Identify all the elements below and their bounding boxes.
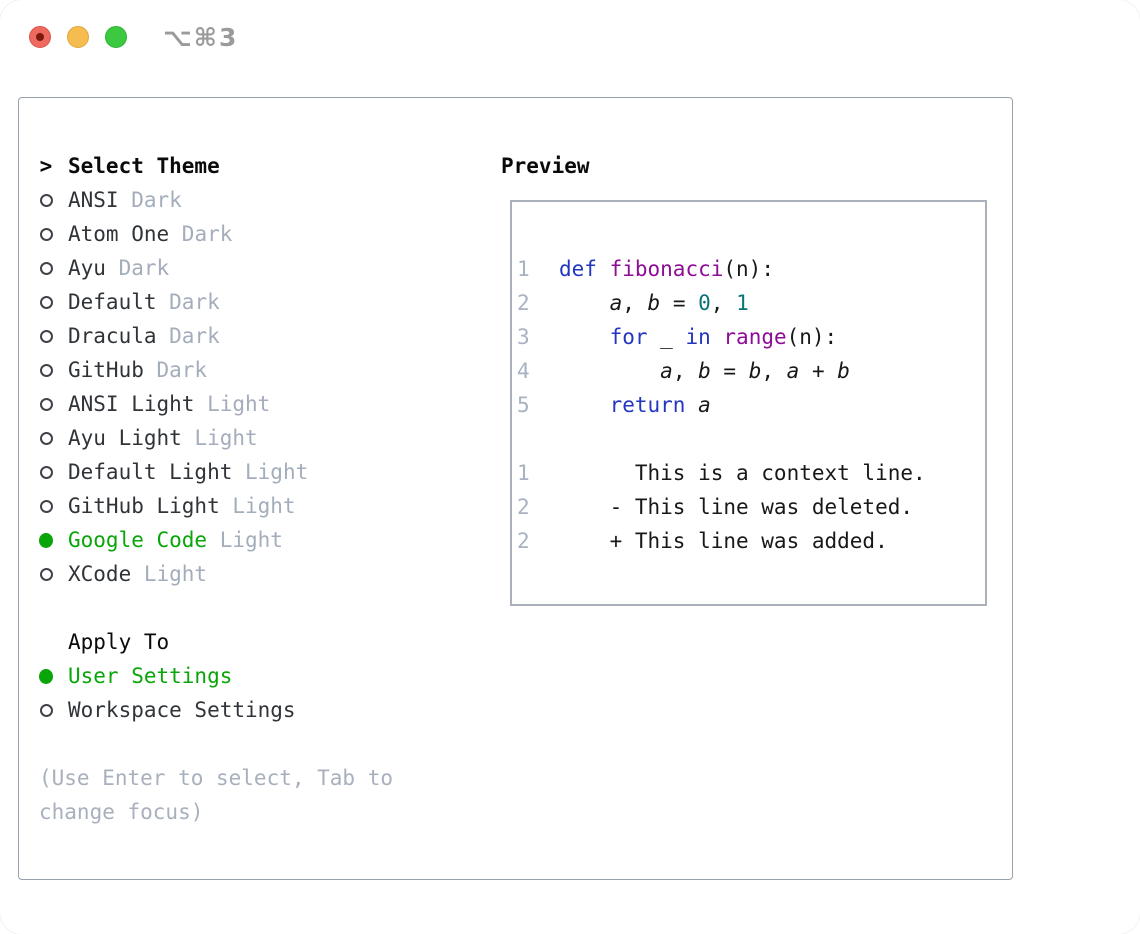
theme-option-google-code[interactable]: Google Code Light — [39, 523, 308, 557]
theme-variant-label: Light — [207, 528, 283, 552]
radio-icon — [39, 703, 53, 717]
theme-variant-label: Light — [232, 460, 309, 484]
diff-line-deleted: 2 - This line was deleted. — [517, 490, 985, 524]
theme-option-label: GitHub Light — [68, 494, 220, 518]
help-text: (Use Enter to select, Tab to change focu… — [39, 766, 394, 824]
radio-icon — [39, 261, 53, 275]
theme-option-label: XCode — [68, 562, 132, 586]
theme-option-label: GitHub — [68, 358, 144, 382]
zoom-button[interactable] — [105, 26, 127, 48]
theme-option-ayu[interactable]: Ayu Dark — [39, 251, 308, 285]
theme-variant-label: Dark — [143, 358, 208, 382]
theme-option-default[interactable]: Default Dark — [39, 285, 308, 319]
radio-selected-icon — [39, 668, 53, 684]
apply-option-label: Workspace Settings — [68, 698, 296, 722]
theme-option-default-light[interactable]: Default Light Light — [39, 455, 308, 489]
theme-option-label: Google Code — [68, 528, 208, 552]
blank-line — [517, 422, 985, 456]
diff-content: This is a context line. — [559, 461, 926, 485]
radio-selected-icon — [39, 532, 53, 548]
line-number: 2 — [517, 529, 530, 553]
line-number: 4 — [517, 359, 530, 383]
apply-option-user-settings[interactable]: User Settings — [39, 659, 296, 693]
radio-icon — [39, 363, 53, 377]
theme-variant-label: Dark — [105, 256, 170, 280]
line-number: 2 — [517, 291, 530, 315]
theme-list-title: Select Theme — [68, 154, 220, 178]
theme-variant-label: Dark — [156, 324, 220, 348]
code-line: 2 a, b = 0, 1 — [517, 286, 985, 320]
radio-icon — [39, 465, 53, 479]
theme-variant-label: Light — [194, 392, 271, 416]
title-bar: ⌥⌘3 — [0, 0, 1140, 74]
theme-option-ansi[interactable]: ANSI Dark — [39, 183, 308, 217]
radio-icon — [39, 431, 53, 445]
code-content: def fibonacci(n): — [559, 257, 774, 281]
radio-icon — [39, 193, 53, 207]
minimize-button[interactable] — [67, 26, 89, 48]
theme-variant-label: Light — [219, 494, 296, 518]
theme-option-label: Dracula — [68, 324, 157, 348]
window-title: ⌥⌘3 — [163, 23, 239, 52]
theme-variant-label: Light — [131, 562, 208, 586]
theme-option-xcode[interactable]: XCode Light — [39, 557, 308, 591]
line-number: 1 — [517, 257, 530, 281]
theme-option-label: ANSI — [68, 188, 119, 212]
code-content: return a — [609, 393, 711, 417]
theme-variant-label: Light — [181, 426, 258, 450]
theme-option-label: ANSI Light — [68, 392, 195, 416]
theme-option-atom-one[interactable]: Atom One Dark — [39, 217, 308, 251]
close-button[interactable] — [29, 26, 51, 48]
diff-line-added: 2 + This line was added. — [517, 524, 985, 558]
line-number: 3 — [517, 325, 530, 349]
theme-option-github[interactable]: GitHub Dark — [39, 353, 308, 387]
radio-icon — [39, 329, 53, 343]
line-number: 5 — [517, 393, 530, 417]
code-line: 1 def fibonacci(n): — [517, 252, 985, 286]
apply-to-header: Apply To — [68, 630, 170, 654]
diff-content: - This line was deleted. — [559, 495, 914, 519]
theme-option-label: Ayu Light — [68, 426, 182, 450]
apply-option-label: User Settings — [68, 664, 233, 688]
radio-icon — [39, 397, 53, 411]
theme-option-label: Atom One — [68, 222, 170, 246]
theme-list-header: > Select Theme — [39, 149, 308, 183]
theme-option-ansi-light[interactable]: ANSI Light Light — [39, 387, 308, 421]
line-number: 2 — [517, 495, 530, 519]
diff-line-context: 1 This is a context line. — [517, 456, 985, 490]
code-content: a, b = 0, 1 — [609, 291, 749, 315]
theme-option-dracula[interactable]: Dracula Dark — [39, 319, 308, 353]
code-content: for _ in range(n): — [609, 325, 838, 349]
preview-header: Preview — [501, 154, 590, 178]
code-line: 4 a, b = b, a + b — [517, 354, 985, 388]
theme-option-label: Default Light — [68, 460, 233, 484]
code-line: 5 return a — [517, 388, 985, 422]
radio-icon — [39, 227, 53, 241]
code-content: a, b = b, a + b — [660, 359, 850, 383]
theme-option-label: Ayu — [68, 256, 106, 280]
line-number: 1 — [517, 461, 530, 485]
radio-icon — [39, 499, 53, 513]
theme-option-ayu-light[interactable]: Ayu Light Light — [39, 421, 308, 455]
apply-option-workspace-settings[interactable]: Workspace Settings — [39, 693, 296, 727]
theme-option-label: Default — [68, 290, 157, 314]
theme-variant-label: Dark — [118, 188, 182, 212]
radio-icon — [39, 295, 53, 309]
theme-variant-label: Dark — [169, 222, 233, 246]
diff-content: + This line was added. — [559, 529, 888, 553]
theme-option-github-light[interactable]: GitHub Light Light — [39, 489, 308, 523]
code-line: 3 for _ in range(n): — [517, 320, 985, 354]
focus-caret-icon: > — [39, 154, 53, 178]
theme-variant-label: Dark — [156, 290, 220, 314]
radio-icon — [39, 567, 53, 581]
